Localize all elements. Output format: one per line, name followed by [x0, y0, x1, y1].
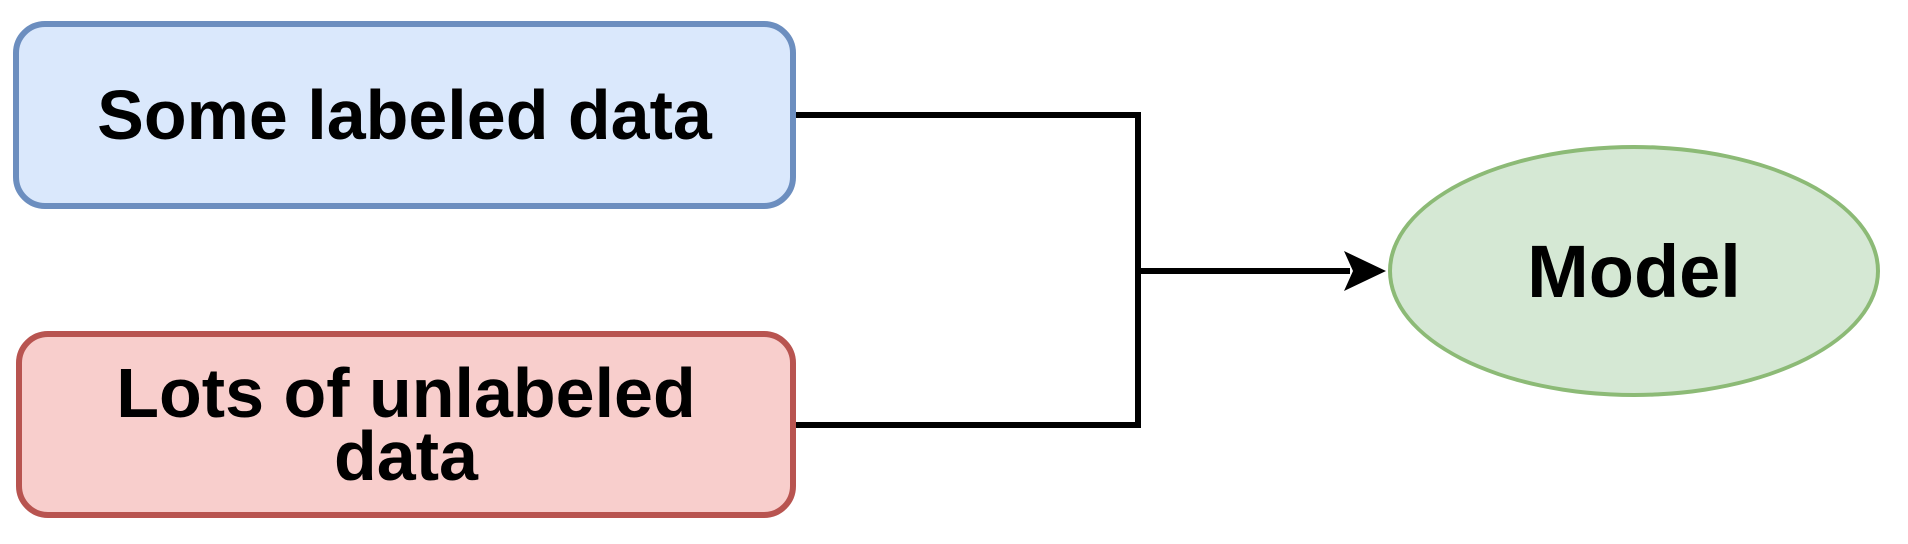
node-lots-of-unlabeled-data-label: Lots of unlabeled data	[116, 353, 696, 495]
node-model: Model	[1388, 145, 1880, 397]
node-model-label: Model	[1527, 229, 1741, 313]
node-some-labeled-data: Some labeled data	[13, 21, 796, 209]
node-lots-of-unlabeled-data: Lots of unlabeled data	[16, 331, 796, 518]
node-some-labeled-data-label: Some labeled data	[97, 76, 712, 154]
edge-merge-bracket	[796, 112, 1141, 428]
arrowhead	[1344, 251, 1386, 291]
